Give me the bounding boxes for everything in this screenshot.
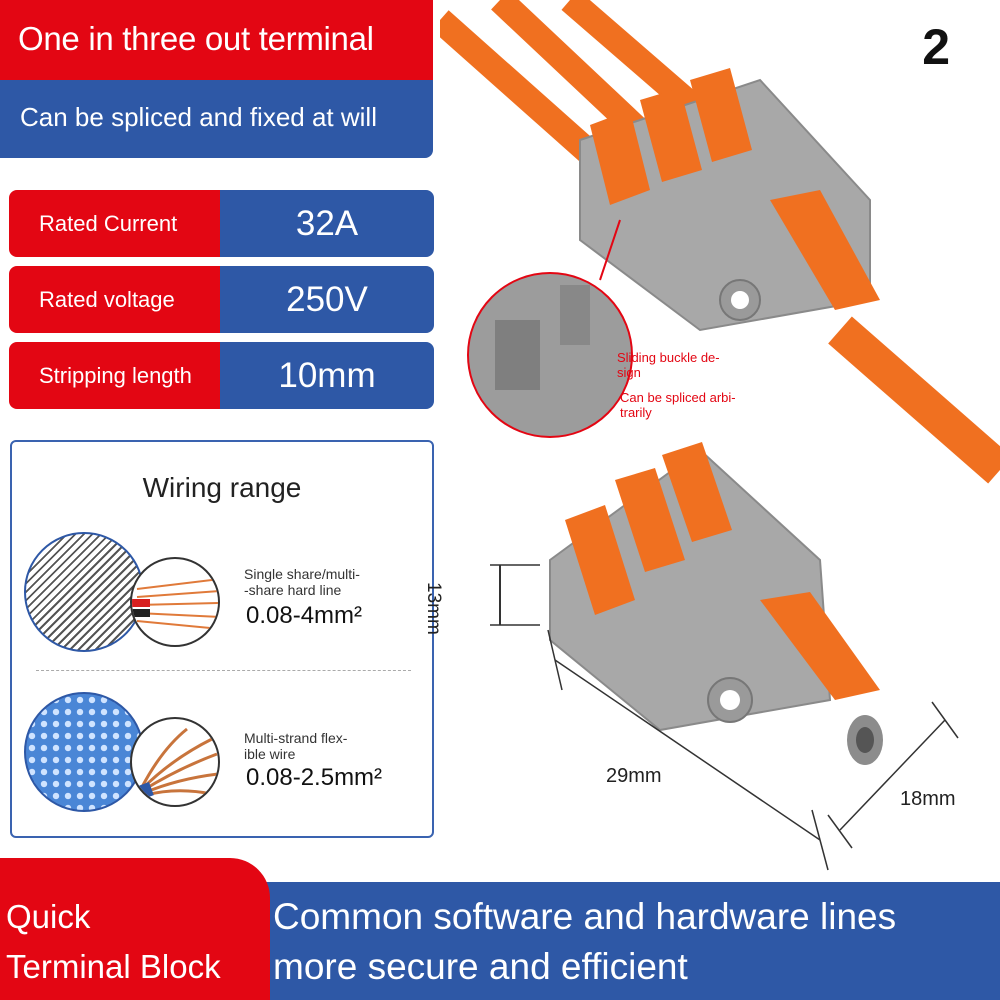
wiring-range-card: Wiring range Single share/multi- -share … [10,440,434,838]
spec-value: 250V [220,266,434,333]
hard-line-range: 0.08-4mm² [246,602,363,629]
spec-label: Rated Current [9,190,220,257]
hard-line-cross-section-icon [24,532,144,652]
callout-sliding-buckle: Sliding buckle de- sign [617,350,720,380]
spec-value: 10mm [220,342,434,409]
footer-slogan-line2: more secure and efficient [273,946,688,987]
divider [36,670,411,671]
title-banner: One in three out terminal [0,0,433,80]
connector-top [579,68,880,332]
spec-label: Rated voltage [9,266,220,333]
subtitle-text: Can be spliced and fixed at will [20,102,377,132]
footer-product-banner: Quick Terminal Block [0,858,270,1000]
flexible-wire-range: 0.08-2.5mm² [246,764,383,791]
footer-product-line2: Terminal Block [6,948,221,985]
hard-wire-strands-icon [130,557,220,647]
hard-line-description: Single share/multi- -share hard line [244,566,360,598]
subtitle-banner: Can be spliced and fixed at will [0,80,433,158]
zoom-callout-icon [467,272,633,438]
footer-product-line1: Quick [6,898,91,935]
page-number: 2 [922,19,950,75]
connector-bottom [549,442,883,765]
flexible-wire-description: Multi-strand flex- ible wire [244,730,348,762]
product-illustration: Sliding buckle de- sign Can be spliced a… [423,0,1000,880]
flexible-wire-strands-icon [130,717,220,807]
footer-slogan-banner: Common software and hardware lines more … [225,882,1000,1000]
spec-row-voltage: Rated voltage 250V [9,266,434,333]
spec-label: Stripping length [9,342,220,409]
dimension-width: 18mm [900,788,956,810]
flexible-wire-cross-section-icon [24,692,144,812]
callout-splice: Can be spliced arbi- trarily [620,390,736,420]
spec-row-current: Rated Current 32A [9,190,434,257]
spec-value: 32A [220,190,434,257]
spec-row-stripping: Stripping length 10mm [9,342,434,409]
footer-slogan-line1: Common software and hardware lines [273,896,897,937]
terminal-block-drawing [431,0,1000,871]
title-text: One in three out terminal [18,20,374,57]
wiring-range-title: Wiring range [142,472,302,503]
dimension-length: 29mm [606,765,662,787]
dimension-height: 13mm [423,582,444,635]
